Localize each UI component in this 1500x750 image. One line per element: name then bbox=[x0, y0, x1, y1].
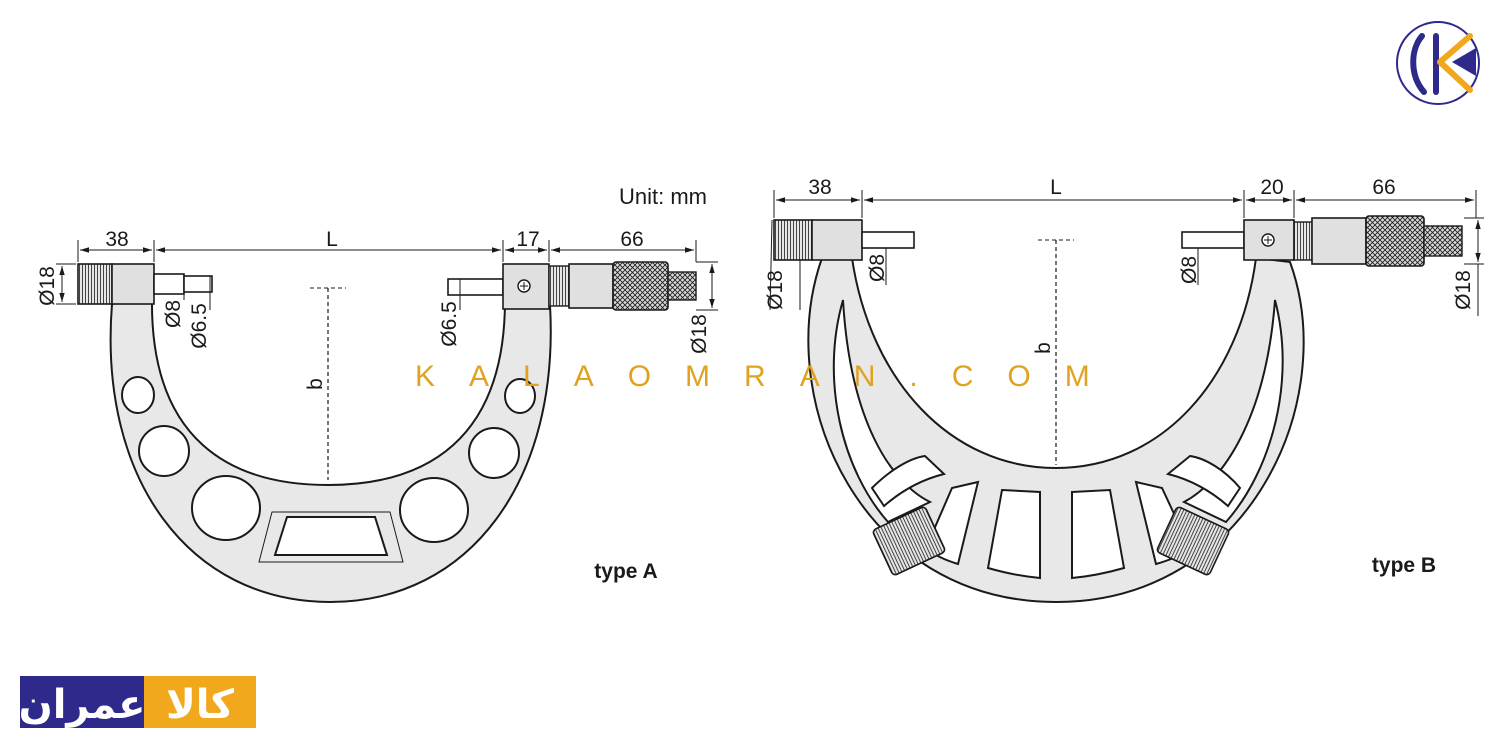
type-a-frame-holes bbox=[121, 376, 536, 563]
type-b-left-diameter: Ø18 bbox=[764, 270, 787, 310]
type-b-frame-knobs bbox=[872, 506, 1230, 576]
type-a-right-gap: 17 bbox=[516, 228, 539, 251]
type-b-left-length: 38 bbox=[808, 176, 831, 199]
type-b-right-length: 66 bbox=[1372, 176, 1395, 199]
type-b-right-gap: 20 bbox=[1260, 176, 1283, 199]
type-a-dimension-lines bbox=[56, 240, 718, 311]
type-b-main-length: L bbox=[1050, 176, 1062, 199]
type-a-left-diameter: Ø18 bbox=[36, 266, 59, 306]
type-a-depth-label: b bbox=[304, 378, 327, 390]
type-b-drawing: 38 L 20 66 Ø18 Ø8 Ø8 Ø18 b type B bbox=[764, 176, 1484, 604]
type-a-anvil-tip-diameter: Ø6.5 bbox=[188, 303, 211, 349]
type-b-depth-label: b bbox=[1032, 342, 1055, 354]
unit-label: Unit: mm bbox=[619, 184, 707, 209]
brand-logo: عمران کالا bbox=[19, 676, 256, 728]
brand-name-part2: عمران bbox=[19, 682, 146, 728]
watermark-text: KALAOMRAN.COM bbox=[415, 360, 1124, 393]
type-a-right-diameter: Ø18 bbox=[688, 314, 711, 354]
type-a-main-length: L bbox=[326, 228, 338, 251]
brand-name-part1: کالا bbox=[166, 682, 235, 728]
type-a-anvil bbox=[77, 263, 213, 305]
type-a-anvil-diameter: Ø8 bbox=[162, 300, 185, 328]
type-b-anvil-diameter: Ø8 bbox=[866, 254, 889, 282]
type-a-label: type A bbox=[594, 560, 657, 583]
type-b-right-diameter: Ø18 bbox=[1452, 270, 1475, 310]
type-a-spindle bbox=[447, 261, 697, 311]
type-a-drawing: 38 L 17 66 Ø18 Ø8 Ø6.5 Ø6.5 Ø18 b type A bbox=[36, 228, 718, 604]
type-a-spindle-diameter: Ø6.5 bbox=[438, 301, 461, 347]
type-b-anvil bbox=[773, 219, 915, 261]
type-a-right-length: 66 bbox=[620, 228, 643, 251]
type-a-left-length: 38 bbox=[105, 228, 128, 251]
type-b-label: type B bbox=[1372, 554, 1436, 577]
type-b-spindle bbox=[1181, 215, 1463, 267]
type-b-spindle-diameter: Ø8 bbox=[1178, 256, 1201, 284]
k-circle-logo-icon bbox=[1396, 21, 1480, 105]
type-b-dimension-lines bbox=[769, 190, 1484, 316]
